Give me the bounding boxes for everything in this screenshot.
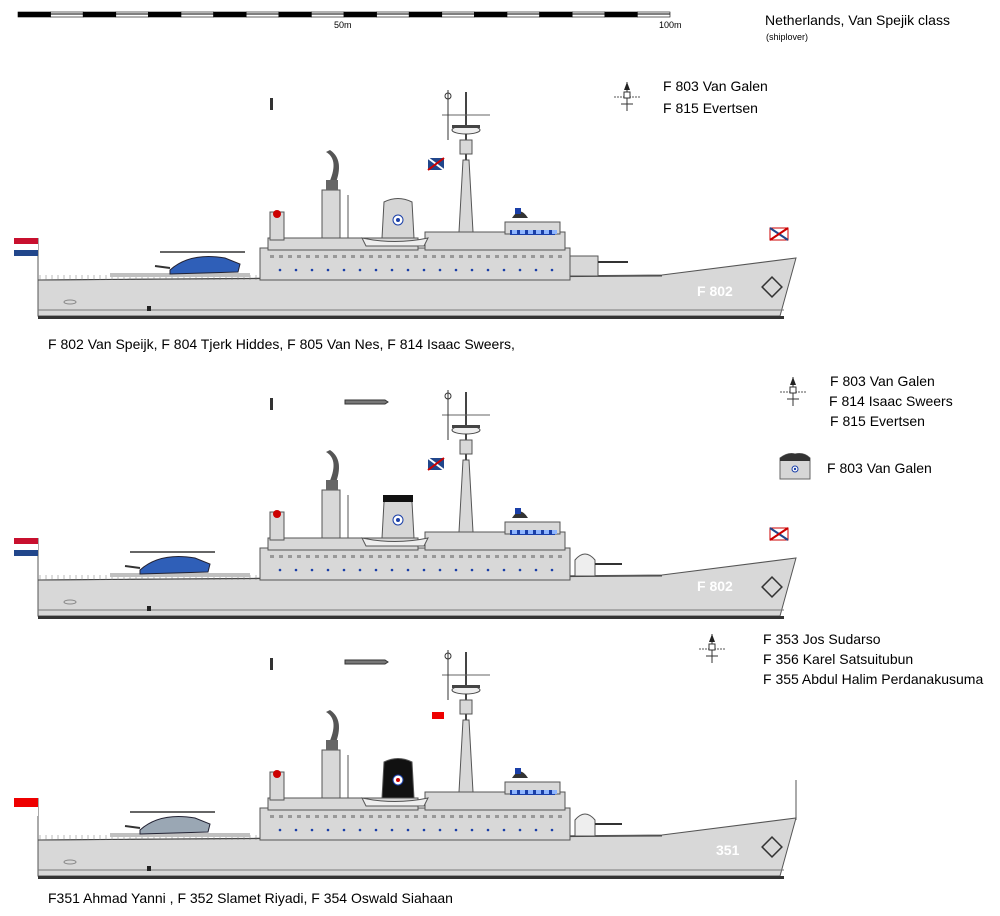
note-line: F 815 Evertsen xyxy=(663,100,758,116)
funnel-cap-icon xyxy=(779,453,811,480)
hull-number-label: 351 xyxy=(716,842,740,858)
direction-finder-icon xyxy=(614,82,640,111)
scale-mark-100m: 100m xyxy=(659,20,682,30)
page-title: Netherlands, Van Spejik class xyxy=(765,12,950,28)
profile-caption: F351 Ahmad Yanni , F 352 Slamet Riyadi, … xyxy=(48,890,453,906)
scale-mark-50m: 50m xyxy=(334,20,352,30)
credit-label: (shiplover) xyxy=(766,32,809,42)
note-line: F 353 Jos Sudarso xyxy=(763,631,881,647)
note-line: F 803 Van Galen xyxy=(663,78,768,94)
ship-profile-3 xyxy=(14,650,797,879)
note-line: F 803 Van Galen xyxy=(830,373,935,389)
note-line: F 815 Evertsen xyxy=(830,413,925,429)
ship-profile-2 xyxy=(14,390,797,619)
note-line: F 356 Karel Satsuitubun xyxy=(763,651,914,667)
direction-finder-icon xyxy=(780,377,806,406)
direction-finder-icon xyxy=(699,634,725,663)
scale-bar xyxy=(17,11,671,18)
note-line: F 803 Van Galen xyxy=(827,460,932,476)
hull-number-label: F 802 xyxy=(697,283,733,299)
note-line: F 355 Abdul Halim Perdanakusuma xyxy=(763,671,984,687)
hull-number-label: F 802 xyxy=(697,578,733,594)
note-line: F 814 Isaac Sweers xyxy=(829,393,953,409)
ship-profile-1 xyxy=(14,90,797,319)
profile-caption: F 802 Van Speijk, F 804 Tjerk Hiddes, F … xyxy=(48,336,515,352)
